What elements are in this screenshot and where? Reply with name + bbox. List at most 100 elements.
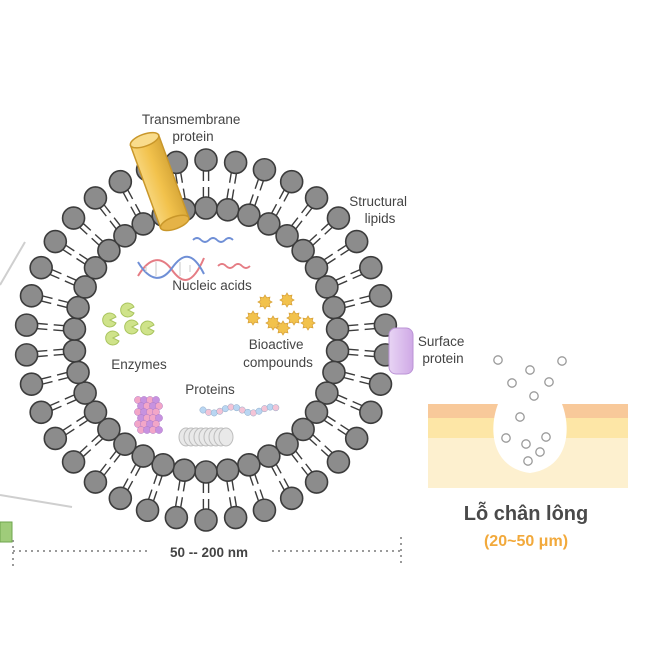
lipid-head	[19, 372, 44, 396]
lipid-tail	[259, 489, 265, 501]
lipid-head	[172, 458, 197, 482]
lipid-head	[304, 256, 329, 280]
protein-disc	[218, 427, 234, 447]
lipid-tail	[82, 449, 92, 458]
lipid-tail	[294, 450, 303, 460]
lipid-tail	[234, 496, 238, 508]
lipid-tail	[36, 327, 48, 331]
lipid-tail	[56, 371, 68, 376]
protein-bead	[155, 426, 163, 434]
lipid-tail	[113, 453, 122, 463]
lipid-tail	[270, 203, 278, 215]
lipid-bilayer-icon	[14, 148, 398, 532]
lipid-tail	[174, 172, 178, 184]
lipid-tail	[347, 324, 359, 327]
lipid-head	[275, 432, 299, 456]
lipid-tail	[305, 207, 314, 217]
lipid-head	[62, 317, 87, 341]
bioactive-compound	[265, 315, 281, 331]
lipid-tail	[324, 226, 334, 235]
lipid-tail	[226, 480, 230, 492]
lipid-tail	[336, 394, 348, 400]
lipid-tail	[347, 348, 359, 351]
pore-size: (20~50 μm)	[484, 533, 568, 550]
lipid-tail	[340, 248, 351, 256]
lipid-tail	[58, 376, 70, 381]
bioactive-compound	[279, 292, 295, 308]
lipid-head	[194, 508, 218, 532]
lipid-tail	[311, 433, 321, 443]
lipid-tail	[226, 188, 230, 200]
lipid-tail	[130, 206, 137, 217]
lipid-head	[66, 360, 90, 385]
lipid-head	[315, 275, 339, 299]
lipid-tail	[364, 322, 376, 325]
lipid-tail	[36, 349, 48, 353]
lipid-tail	[350, 268, 361, 275]
lipid-tail	[91, 433, 101, 443]
lipid-tail	[359, 295, 371, 300]
lipid-head	[73, 275, 97, 299]
lipid-tail	[122, 191, 129, 202]
lipid-tail	[76, 414, 87, 423]
lipid-tail	[334, 398, 346, 405]
lipid-tail	[66, 275, 78, 282]
lipid-head	[304, 470, 329, 494]
pore-bubble	[507, 378, 517, 388]
lipid-tail	[58, 299, 70, 304]
lipid-head	[326, 206, 351, 230]
lipid-tail	[134, 203, 142, 215]
enzyme-icon	[102, 302, 155, 346]
lipid-head	[83, 470, 108, 494]
lipid-head	[113, 432, 137, 456]
transmembrane-protein-icon	[129, 131, 190, 232]
lipid-head	[66, 295, 90, 320]
lipid-tail	[61, 248, 72, 256]
bioactive-compound	[257, 294, 273, 310]
label-transmembrane-protein: Transmembrane protein	[142, 112, 244, 144]
lipid-tail	[301, 466, 309, 477]
lipid-tail	[270, 465, 278, 477]
lipid-tail	[94, 437, 104, 447]
protein-bead	[255, 407, 263, 415]
leader-line-top	[0, 241, 26, 286]
lipid-tail	[41, 295, 53, 300]
lipid-tail	[350, 405, 361, 412]
bioactive-compound	[300, 315, 316, 331]
lipid-head	[304, 400, 329, 424]
lipid-tail	[340, 424, 351, 432]
lipid-tail	[53, 329, 65, 332]
lipid-head	[97, 417, 121, 442]
lipid-head	[344, 229, 369, 254]
label-surface-protein: Surface protein	[418, 334, 468, 366]
pore-bubble	[521, 439, 531, 449]
label-proteins: Proteins	[185, 382, 235, 397]
size-scale-bar: 50 -- 200 nm	[0, 521, 402, 566]
lipid-tail	[325, 414, 336, 423]
lipid-tail	[126, 480, 134, 492]
lipid-head	[291, 417, 315, 442]
lipid-tail	[253, 195, 259, 207]
lipid-head	[14, 343, 39, 367]
lipid-head	[368, 372, 393, 396]
lipid-tail	[158, 474, 164, 486]
lipid-tail	[248, 194, 254, 206]
lipid-tail	[253, 473, 259, 485]
lipid-head	[237, 203, 261, 227]
protein-bead	[272, 404, 280, 412]
lipid-tail	[364, 349, 376, 353]
label-nucleic-acids: Nucleic acids	[172, 278, 252, 293]
lipid-head	[252, 157, 277, 182]
lipid-tail	[36, 322, 48, 325]
lipid-head	[368, 284, 393, 308]
lipid-tail	[134, 465, 142, 477]
lipid-tail	[48, 400, 60, 407]
lipid-head	[252, 498, 277, 523]
bioactive-compound	[286, 310, 302, 326]
lipid-tail	[40, 375, 52, 380]
lipid-head	[194, 460, 218, 484]
lipid-tail	[231, 479, 235, 491]
label-size-range: 50 -- 200 nm	[170, 545, 248, 560]
lipid-tail	[360, 300, 372, 305]
lipid-head	[275, 224, 299, 248]
